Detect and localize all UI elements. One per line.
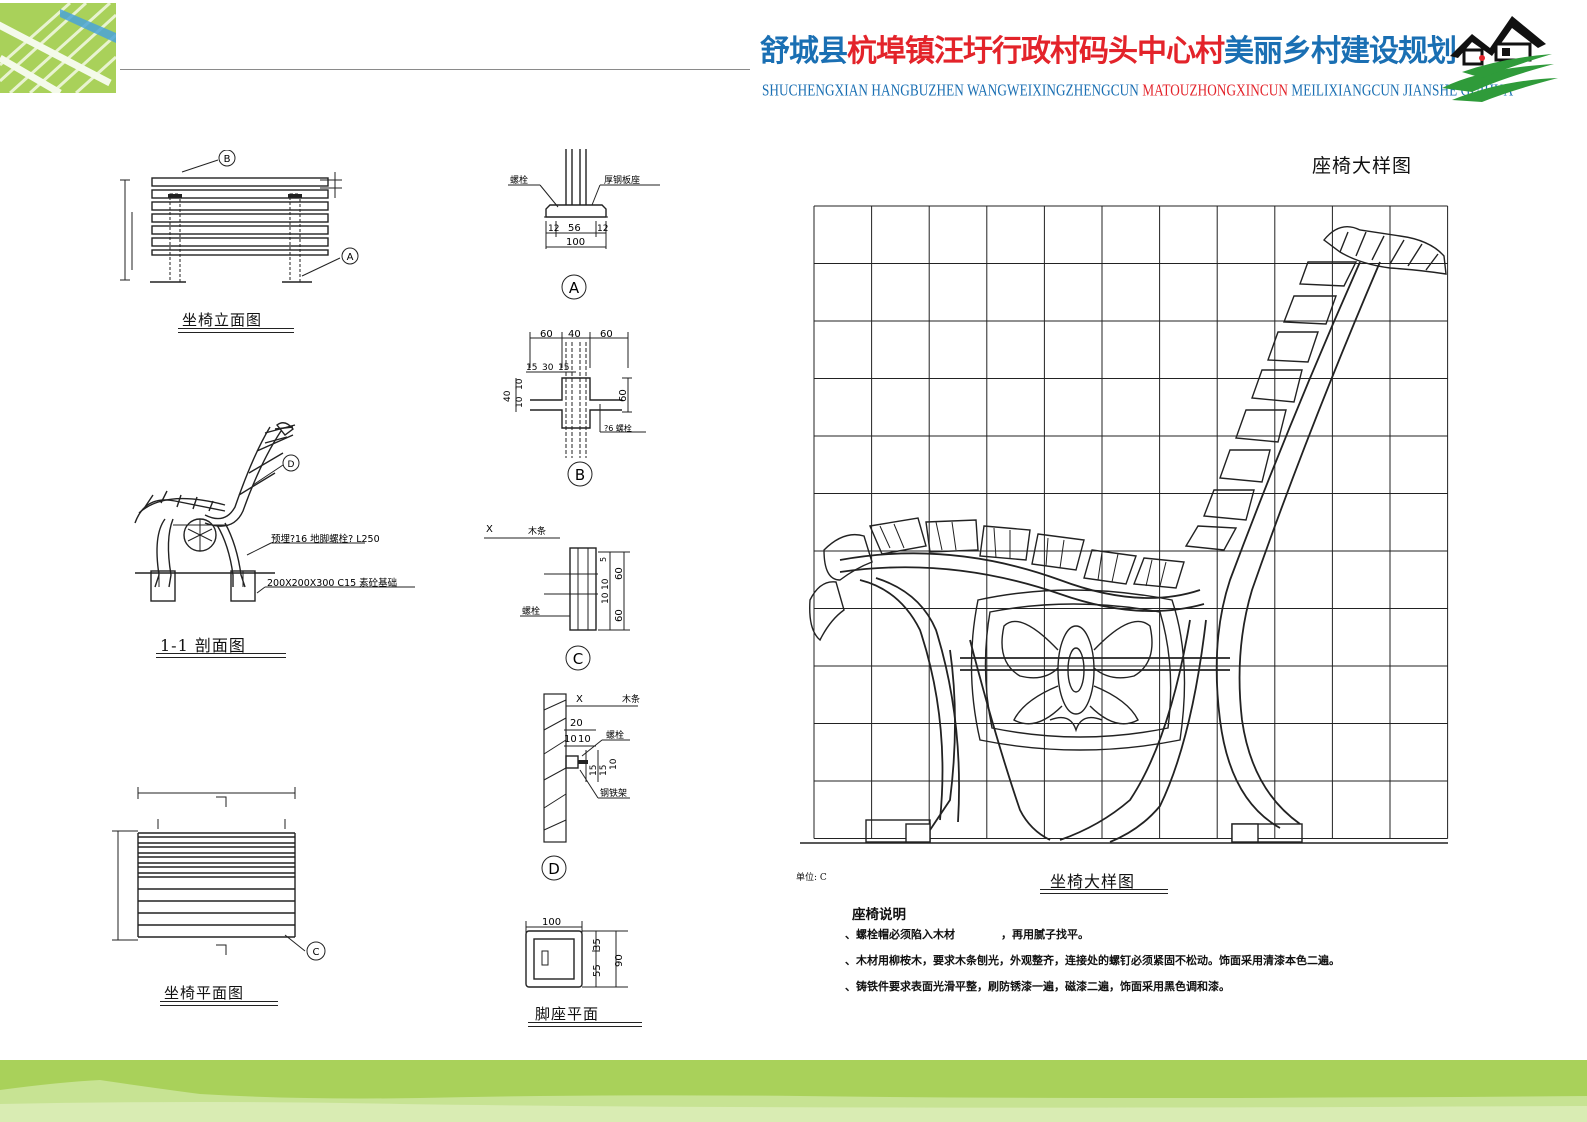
detail-c-x-mark: X [486,524,493,535]
plan-callout-c: C [313,947,320,958]
bench-elevation-drawing: B A [120,150,359,283]
plan-label: 坐椅平面图 [164,984,245,1002]
detail-b-dim-top-3: 60 [600,329,613,340]
detail-a-dim-3: 12 [597,224,608,234]
detail-b-drawing: 60 40 60 15 30 15 40 10 10 60 ?6 螺栓 B [503,329,646,487]
elevation-label-underline-2 [178,332,294,333]
detail-b-note: ?6 螺栓 [604,423,632,433]
foot-plan-drawing: 100 35 55 90 [525,917,628,988]
notes-item-3: 、铸铁件要求表面光滑平整，刷防锈漆一遍，磁漆二遍，饰面采用黑色调和漆。 [845,980,1230,993]
detail-c-dim-1: 5 [599,557,608,562]
project-subtitle: SHUCHENGXIAN HANGBUZHEN WANGWEIXINGZHENG… [762,80,1513,101]
large-detail-caption: 坐椅大样图 [1050,872,1136,891]
title-part-county: 舒城县 [760,34,848,69]
detail-d-dim-3: 10 [578,734,591,745]
detail-d-drawing: X 木条 20 10 10 15 15 10 螺栓 钢铁架 D [541,693,640,881]
notes-item-2: 、木材用柳桉木，要求木条刨光，外观整齐，连接处的螺钉必须紧固不松动。饰面采用清漆… [845,954,1340,967]
section-callout-d: D [288,460,295,470]
foot-plan-dim-2: 35 [592,938,603,951]
project-title: 舒城县杭埠镇汪圩行政村码头中心村美丽乡村建设规划 [760,26,1457,70]
detail-d-top-note: 木条 [622,693,640,705]
detail-d-dim-5: 15 [599,765,609,776]
detail-c-bottom-note: 螺栓 [522,605,540,617]
plan-label-underline [160,1001,278,1002]
detail-b-label: B [575,466,585,484]
sheet-title: 座椅大样图 [1312,155,1413,177]
detail-a-dim-1: 12 [548,224,559,234]
elevation-callout-b: B [224,154,231,165]
detail-c-dim-4: 10 [601,592,611,604]
subtitle-part-2: MATOUZHONGXINCUN [1142,80,1289,100]
bench-large-detail-grid [800,205,1449,844]
detail-b-dim-left-3: 10 [515,396,525,408]
bench-plan-drawing: C [112,787,326,961]
section-label: 1-1 剖面图 [160,636,246,655]
large-caption-underline-2 [1040,893,1168,894]
foot-plan-dim-1: 100 [542,917,561,928]
detail-c-dim-5: 60 [614,609,625,622]
detail-b-dim-left-2: 10 [515,378,525,390]
notes-title: 座椅说明 [852,907,906,923]
detail-c-drawing: X 木条 螺栓 5 60 10 10 60 C [484,524,630,671]
foot-plan-dim-4: 90 [614,954,625,967]
title-part-plan: 美丽乡村建设规划 [1224,34,1457,69]
notes-item-1: 、螺栓帽必须陷入木材 ，再用腻子找平。 [845,928,1089,941]
detail-a-dim-4: 100 [566,237,585,248]
detail-c-dim-3: 10 [601,578,611,590]
detail-b-dim-mid-3: 15 [558,363,569,373]
detail-a-left-note: 螺栓 [510,174,528,186]
detail-a-right-note: 厚钢板座 [604,174,640,186]
elevation-callout-a: A [347,252,354,263]
detail-d-dim-1: 20 [570,718,583,729]
detail-c-top-note: 木条 [528,525,546,537]
detail-a-drawing: 螺栓 厚钢板座 12 56 12 100 A [508,149,660,300]
title-part-village: 杭埠镇汪圩行政村码头中心村 [847,34,1225,69]
foot-plan-underline [528,1022,642,1023]
plan-label-underline-2 [160,1005,278,1006]
detail-d-dim-6: 10 [609,758,619,770]
detail-d-x-mark: X [576,694,583,705]
detail-b-dim-top-2: 40 [568,329,581,340]
unit-note: 单位: C [796,873,827,883]
subtitle-part-1: SHUCHENGXIAN HANGBUZHEN WANGWEIXINGZHENG… [762,80,1143,100]
section-label-underline [156,653,286,654]
large-caption-underline [1040,889,1168,890]
footer-green-band [0,1060,1587,1122]
foot-plan-underline-2 [528,1026,642,1027]
detail-d-dim-2: 10 [564,734,577,745]
elevation-label: 坐椅立面图 [182,311,263,329]
detail-d-label: D [548,860,560,878]
detail-c-dim-2: 60 [614,567,625,580]
foot-plan-dim-3: 55 [592,964,603,977]
detail-b-dim-left-1: 40 [503,390,513,402]
detail-d-note-2: 钢铁架 [600,787,627,799]
header-divider [120,69,750,70]
bench-section-drawing: D 预埋?16 地脚螺栓? L250 200X200X300 C15 素砼基础 [134,422,415,602]
section-label-underline-2 [156,657,286,658]
detail-c-label: C [573,650,583,668]
detail-a-label: A [569,279,580,297]
elevation-label-underline [178,328,294,329]
detail-b-dim-mid-2: 30 [542,363,554,373]
section-note-footing: 200X200X300 C15 素砼基础 [267,577,397,589]
detail-a-dim-2: 56 [568,223,581,234]
village-logo-icon [1442,16,1558,102]
detail-b-dim-right: 60 [618,389,629,402]
detail-d-note-1: 螺栓 [606,729,624,741]
detail-d-dim-4: 15 [589,765,599,776]
corner-logo-graphic [0,3,116,93]
detail-b-dim-mid-1: 15 [526,363,537,373]
foot-plan-label: 脚座平面 [535,1005,600,1023]
detail-b-dim-top-1: 60 [540,329,553,340]
section-note-bolt: 预埋?16 地脚螺栓? L250 [271,533,380,545]
